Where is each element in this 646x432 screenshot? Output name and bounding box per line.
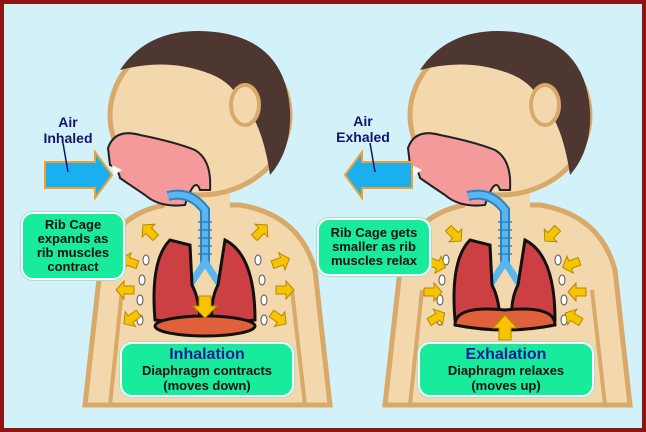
air-inhaled-label: Air Inhaled [38,114,98,146]
exhalation-figure [343,31,630,405]
air-exhaled-arrow [343,148,413,202]
note-line: Rib Cage [44,217,102,232]
diaphragm-lowered [153,314,257,338]
diaphragm-down-arrow [191,295,219,319]
air-exhaled-label: Air Exhaled [328,113,398,145]
note-line: expands as [37,231,109,246]
rib-cage-smaller-note: Rib Cage gets smaller as rib muscles rel… [317,218,431,276]
note-line: Rib Cage gets [330,225,418,240]
note-line: smaller as rib [332,239,416,254]
note-line: rib muscles [36,245,110,260]
air-label-line: Inhaled [43,130,93,146]
note-line: muscles relax [330,253,417,268]
air-label-line: Exhaled [336,129,390,145]
caption-line: (moves up) [471,378,541,393]
caption-line: (moves down) [163,378,251,393]
inhalation-figure [44,31,330,405]
exhalation-title: Exhalation [465,346,547,363]
inhalation-caption: Inhalation Diaphragm contracts (moves do… [120,342,294,397]
inhalation-title: Inhalation [169,346,245,363]
exhalation-caption: Exhalation Diaphragm relaxes (moves up) [418,342,594,397]
caption-line: Diaphragm contracts [141,363,273,378]
rib-cage-expands-note: Rib Cage expands as rib muscles contract [21,212,125,280]
note-line: contract [47,259,99,274]
diaphragm-up-arrow [491,314,519,341]
air-label-line: Air [58,114,78,130]
air-label-line: Air [353,113,373,129]
caption-line: Diaphragm relaxes [447,363,565,378]
air-inhaled-arrow [44,148,114,202]
